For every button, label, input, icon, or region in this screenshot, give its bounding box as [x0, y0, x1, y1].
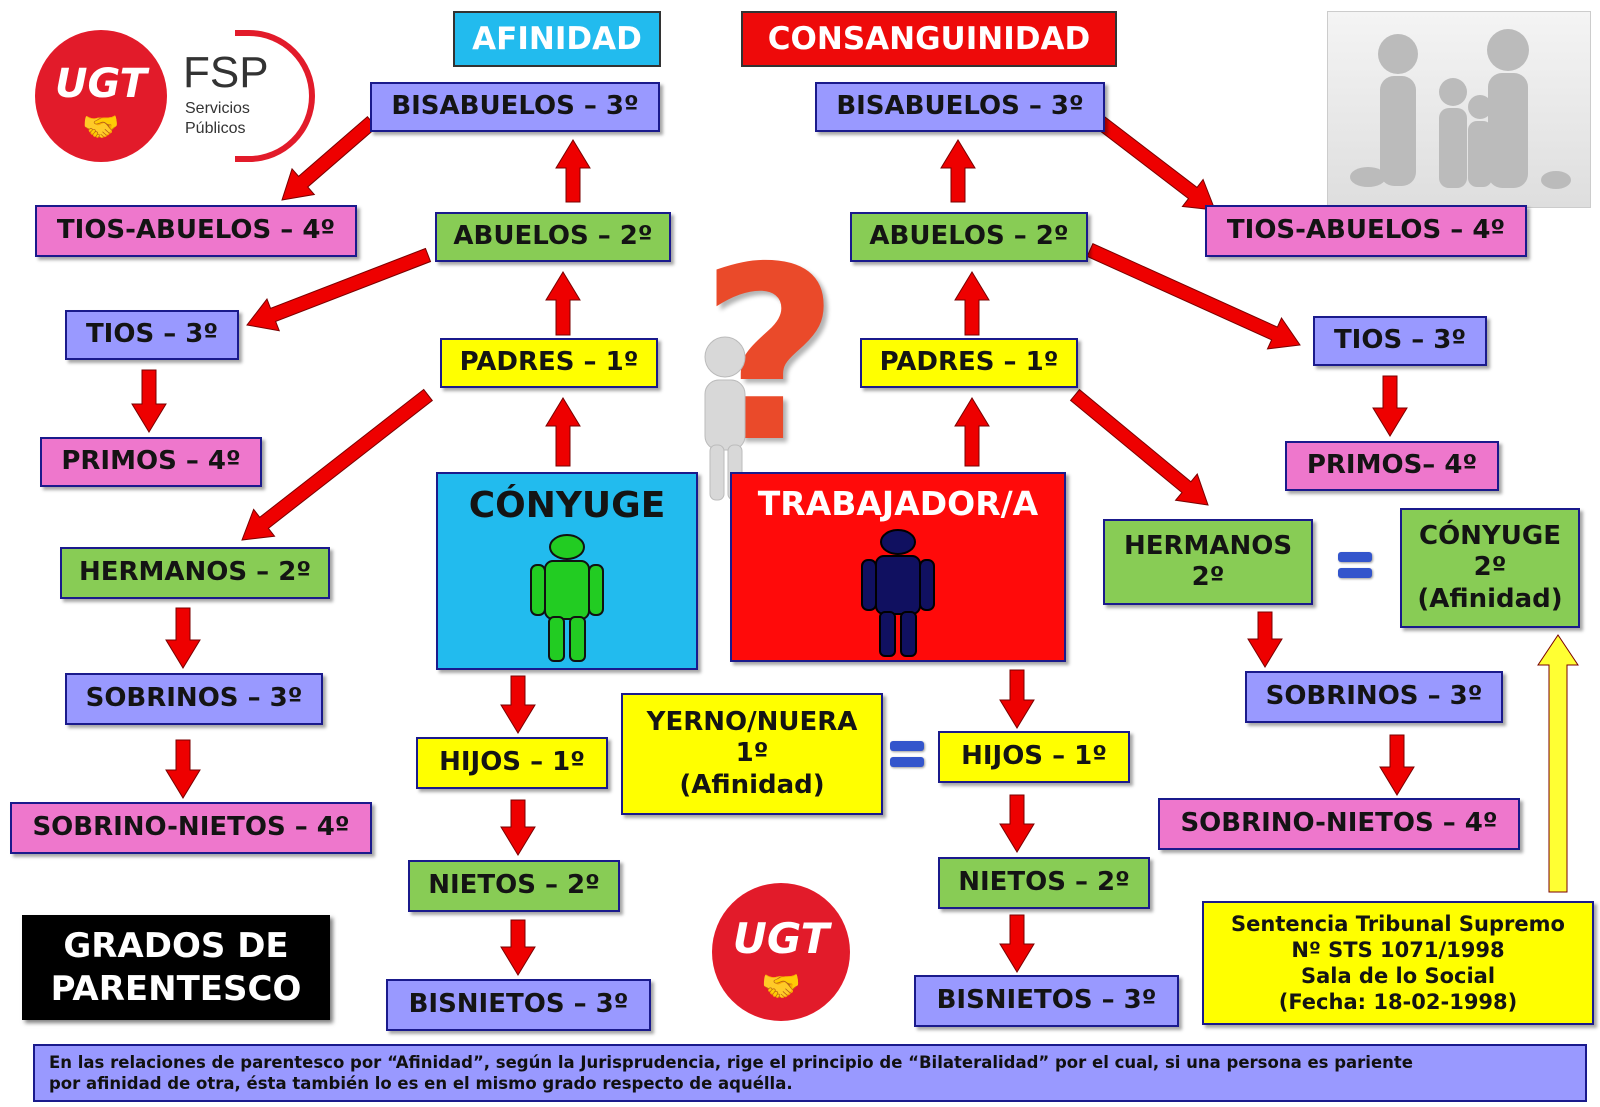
title-l2: PARENTESCO — [50, 968, 302, 1009]
arrow-left-padres-abuelos — [545, 271, 581, 336]
footer-line1: En las relaciones de parentesco por “Afi… — [49, 1053, 1413, 1072]
equals-icon-hermanos — [1338, 552, 1372, 584]
ugt-fsp-logo: UGT 🤝 FSP Servicios Públicos — [35, 30, 325, 165]
fsp-arc — [235, 30, 315, 162]
right-sobrinos: SOBRINOS – 3º — [1245, 671, 1503, 723]
equals-icon-yerno — [890, 741, 924, 773]
arrow-left-sobrinos-nietos — [165, 739, 201, 799]
arrow-left-nietos-bisnietos — [500, 919, 536, 976]
yerno-nuera-box: YERNO/NUERA 1º (Afinidad) — [621, 693, 883, 815]
arrow-right-nietos-bisnietos — [999, 914, 1035, 973]
right-primos: PRIMOS– 4º — [1285, 441, 1499, 491]
arrow-right-hijos-nietos — [999, 794, 1035, 853]
right-conyuge-l1: CÓNYUGE — [1419, 521, 1561, 552]
arrow-right-bisabuelos-tiosabuelos — [1095, 115, 1216, 211]
left-hermanos: HERMANOS – 2º — [60, 547, 330, 599]
ugt-logo-text: UGT — [55, 60, 147, 107]
arrow-left-hermanos-sobrinos — [165, 607, 201, 669]
trabajador-box: TRABAJADOR/A — [730, 472, 1066, 662]
left-sobrinos: SOBRINOS – 3º — [65, 673, 323, 725]
ugt-logo-bottom-text: UGT — [732, 913, 830, 963]
right-padres: PADRES – 1º — [860, 338, 1078, 388]
right-sobrino-nietos: SOBRINO-NIETOS – 4º — [1158, 798, 1520, 850]
right-hermanos-l1: HERMANOS — [1123, 530, 1293, 561]
arrow-yellow-up — [1537, 634, 1579, 893]
arrow-right-trab-hijos — [999, 669, 1035, 729]
title-l1: GRADOS DE — [63, 926, 289, 966]
question-figure: ? — [680, 235, 840, 501]
title-box: GRADOS DE PARENTESCO — [22, 915, 330, 1020]
consanguinidad-header: CONSANGUINIDAD — [741, 11, 1117, 67]
right-tios-abuelos: TIOS-ABUELOS – 4º — [1205, 205, 1527, 257]
left-sobrino-nietos: SOBRINO-NIETOS – 4º — [10, 802, 372, 854]
left-tios: TIOS – 3º — [65, 310, 239, 360]
yerno-l1: YERNO/NUERA — [646, 707, 858, 738]
yerno-l2: 1º — [735, 738, 769, 769]
blue-person-icon — [861, 528, 935, 657]
fsp-sub2: Públicos — [185, 120, 246, 137]
left-bisnietos: BISNIETOS – 3º — [386, 979, 651, 1031]
green-person-icon — [530, 534, 604, 663]
handshake-icon: 🤝 — [82, 110, 120, 145]
thinking-person-icon — [704, 336, 746, 501]
right-abuelos: ABUELOS – 2º — [850, 212, 1088, 262]
left-padres: PADRES – 1º — [440, 338, 658, 388]
right-tios: TIOS – 3º — [1313, 316, 1487, 366]
sentencia-l2: Nº STS 1071/1998 — [1291, 937, 1505, 962]
arrow-left-tios-primos — [131, 369, 167, 433]
arrow-right-padres-hermanos — [1069, 388, 1209, 506]
arrow-left-abuelos-bisabuelos — [555, 139, 591, 203]
arrow-right-abuelos-bisabuelos — [940, 139, 976, 203]
family-figures-icon — [1350, 29, 1571, 189]
left-primos: PRIMOS – 4º — [40, 437, 262, 487]
left-abuelos: ABUELOS – 2º — [435, 212, 671, 262]
arrow-right-trab-padres — [954, 397, 990, 467]
right-conyuge-l3: (Afinidad) — [1417, 583, 1563, 614]
sentencia-l1: Sentencia Tribunal Supremo — [1231, 911, 1565, 936]
right-conyuge-l2: 2º — [1473, 552, 1507, 583]
fsp-sub1: Servicios — [185, 100, 250, 117]
arrow-left-hijos-nietos — [500, 799, 536, 856]
sentencia-l4: (Fecha: 18-02-1998) — [1278, 990, 1518, 1015]
right-conyuge-box: CÓNYUGE 2º (Afinidad) — [1400, 508, 1580, 628]
arrow-left-abuelos-tios — [246, 247, 432, 332]
handshake-icon-bottom: 🤝 — [761, 967, 801, 1005]
sentencia-l3: Sala de lo Social — [1300, 964, 1496, 988]
sentencia-box: Sentencia Tribunal Supremo Nº STS 1071/1… — [1202, 901, 1594, 1025]
conyuge-box: CÓNYUGE — [436, 472, 698, 670]
ugt-circle-logo: UGT 🤝 — [35, 30, 167, 162]
yerno-l3: (Afinidad) — [679, 769, 825, 800]
left-bisabuelos: BISABUELOS – 3º — [370, 82, 660, 132]
arrow-left-conyuge-padres — [545, 397, 581, 467]
afinidad-header: AFINIDAD — [453, 11, 661, 67]
arrow-right-abuelos-tios — [1086, 242, 1301, 350]
footer-note: En las relaciones de parentesco por “Afi… — [33, 1044, 1587, 1102]
right-hermanos-box: HERMANOS 2º — [1103, 519, 1313, 605]
trabajador-label: TRABAJADOR/A — [757, 484, 1039, 523]
arrow-right-hermanos-sobrinos — [1247, 611, 1283, 668]
arrow-group — [131, 115, 1579, 976]
footer-line2: por afinidad de otra, ésta también lo es… — [49, 1074, 793, 1094]
arrow-left-conyuge-hijos — [500, 675, 536, 734]
ugt-logo-bottom: UGT 🤝 — [712, 883, 850, 1021]
right-hijos: HIJOS – 1º — [938, 731, 1130, 783]
right-bisnietos: BISNIETOS – 3º — [914, 975, 1179, 1027]
arrow-right-tios-primos — [1372, 375, 1408, 437]
left-tios-abuelos: TIOS-ABUELOS – 4º — [35, 205, 357, 257]
arrow-right-sobrinos-nietos — [1379, 734, 1415, 796]
right-hermanos-l2: 2º — [1191, 562, 1225, 592]
left-nietos: NIETOS – 2º — [408, 860, 620, 912]
family-image — [1327, 11, 1591, 208]
conyuge-label: CÓNYUGE — [468, 485, 666, 526]
right-bisabuelos: BISABUELOS – 3º — [815, 82, 1105, 132]
right-nietos: NIETOS – 2º — [938, 857, 1150, 909]
arrow-right-padres-abuelos — [954, 271, 990, 336]
arrow-left-bisabuelos-tiosabuelos — [281, 116, 378, 201]
arrow-left-padres-hermanos — [241, 388, 434, 541]
left-hijos: HIJOS – 1º — [416, 737, 608, 789]
